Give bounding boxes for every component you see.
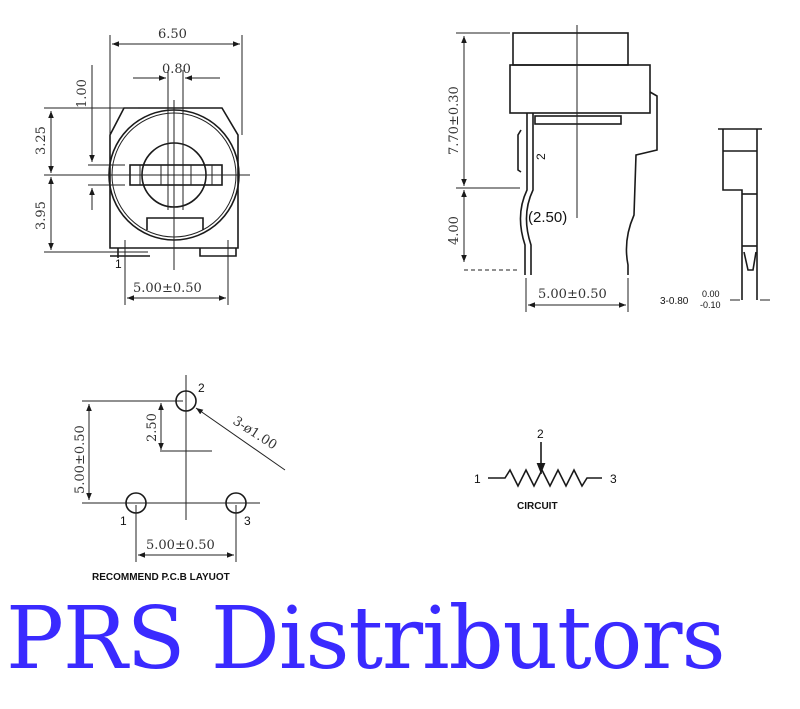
pcb-pin-2-label: 2: [198, 381, 205, 395]
lead-length-label: 4.00: [447, 216, 462, 245]
height-label: 7.70±0.30: [447, 86, 462, 155]
pcb-vertical-label: 5.00±0.50: [73, 425, 88, 494]
pin-tol-lower: -0.10: [700, 300, 721, 310]
housing-body: [509, 64, 651, 114]
pcb-offset-label: 2.50: [145, 413, 160, 442]
pcb-layout: 2 1 3 5.00±0.50 2.50 3-ø1.00 5.00±0.50 R…: [73, 375, 286, 583]
wiper-tab: [146, 217, 204, 230]
offset-label: 1.00: [75, 79, 90, 108]
front-width-label: 6.50: [158, 27, 187, 42]
knob-top: [512, 32, 629, 66]
circuit-pin-2-label: 2: [537, 427, 544, 441]
pin-tol-upper: 0.00: [702, 289, 720, 299]
bottom-height-label: 3.95: [34, 201, 49, 230]
right-lead: [625, 91, 658, 275]
top-height-label: 3.25: [34, 126, 49, 155]
resistor-symbol: [488, 468, 602, 488]
pcb-layout-title: RECOMMEND P.C.B LAYUOT: [92, 572, 230, 583]
circuit-title: CIRCUIT: [517, 501, 558, 512]
left-lead: [519, 113, 528, 275]
circuit-pin-3-label: 3: [610, 472, 617, 486]
front-pin-1-label: 1: [115, 257, 122, 271]
pcb-hole-label: 3-ø1.00: [230, 414, 280, 454]
shaft-width-label: 0.80: [162, 62, 191, 77]
wiper-plate: [534, 115, 622, 125]
pcb-pin-3-label: 3: [244, 514, 251, 528]
technical-drawing: 6.50 0.80 1.00 3.25 3.95 5.00±0.50 1: [34, 25, 770, 583]
pin-width-label: 3-0.80: [660, 296, 689, 307]
pin-offset-label: (2.50): [528, 209, 567, 226]
end-view: 3-0.80 0.00 -0.10: [660, 128, 770, 310]
side-view: 2 (2.50) 7.70±0.30 4.00 5.00±0.50: [447, 25, 658, 312]
brand-watermark: PRS Distributors: [6, 589, 726, 689]
front-pin-spacing-label: 5.00±0.50: [133, 281, 202, 296]
front-view: 6.50 0.80 1.00 3.25 3.95 5.00±0.50 1: [34, 27, 250, 305]
circuit-pin-1-label: 1: [474, 472, 481, 486]
pcb-horizontal-label: 5.00±0.50: [146, 538, 215, 553]
pcb-pin-1-label: 1: [120, 514, 127, 528]
side-pin-spacing-label: 5.00±0.50: [538, 287, 607, 302]
pin-2-label: 2: [534, 153, 548, 160]
circuit-diagram: 2 1 3 CIRCUIT: [474, 427, 617, 512]
pcb-hole-2: [175, 390, 197, 412]
